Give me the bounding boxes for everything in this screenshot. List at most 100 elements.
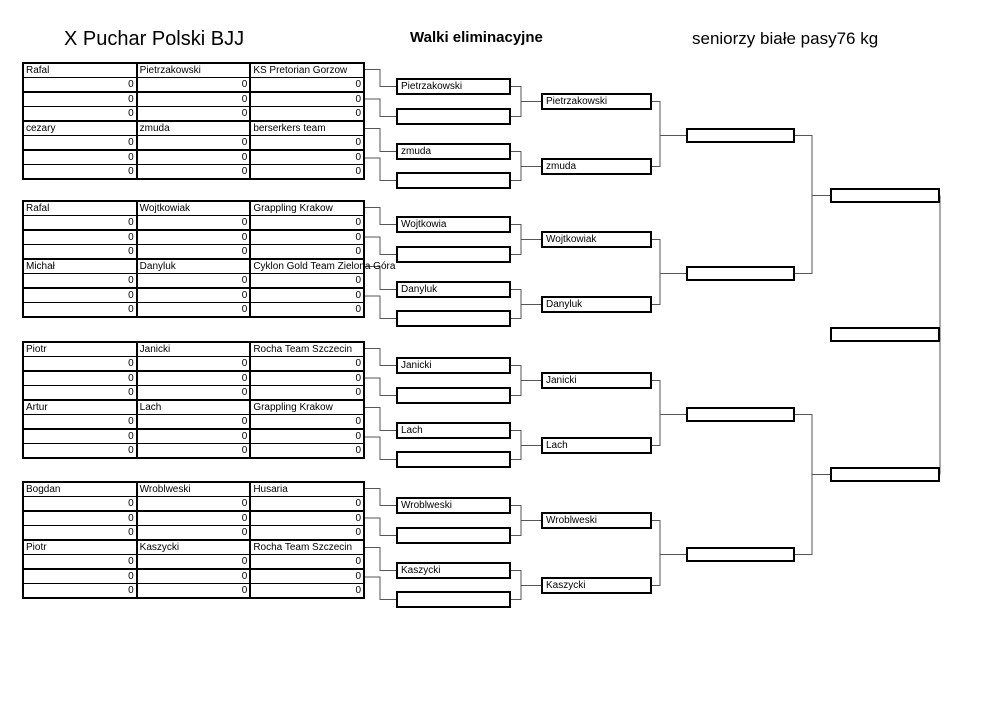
connector-line <box>365 207 396 225</box>
bracket-group-3: Piotr Janicki Rocha Team Szczecin 0 0 0 … <box>0 341 992 481</box>
cell-last-name: Wojtkowiak <box>135 200 252 216</box>
cell-score: 0 <box>22 525 138 541</box>
round1-slot <box>396 310 511 327</box>
table-row: Michał Danyluk Cyklon Gold Team Zielona … <box>22 258 395 274</box>
cell-score: 0 <box>249 302 365 318</box>
round1-slot: Wojtkowia <box>396 216 511 233</box>
round2-slot: Kaszycki <box>541 577 652 594</box>
table-row: 0 0 0 <box>22 554 365 570</box>
table-row: 0 0 0 <box>22 370 365 386</box>
slot-label <box>832 190 938 191</box>
slot-label: Janicki <box>546 375 577 386</box>
connector-line <box>365 377 396 396</box>
connector-line <box>365 69 396 87</box>
stage-title: Walki eliminacyjne <box>410 29 543 46</box>
cell-score: 0 <box>249 510 365 526</box>
cell-first-name: Rafal <box>22 62 138 78</box>
slot-label: Kaszycki <box>401 565 441 576</box>
table-row: 0 0 0 <box>22 229 365 245</box>
connector-line <box>365 348 396 366</box>
table-row: 0 0 0 <box>22 215 365 231</box>
slot-label <box>398 389 509 390</box>
connector-line <box>365 488 396 506</box>
connector-line <box>511 430 522 460</box>
connector-line <box>652 101 661 167</box>
cell-score: 0 <box>22 91 138 107</box>
cell-score: 0 <box>249 554 365 570</box>
slot-label <box>398 248 509 249</box>
semifinal-slot-bottom <box>830 467 940 482</box>
round1-slot: Wroblweski <box>396 497 511 514</box>
cell-first-name: Piotr <box>22 341 138 357</box>
cell-score: 0 <box>135 443 252 459</box>
semifinal-slot-top <box>830 188 940 203</box>
round1-slot: Danyluk <box>396 281 511 298</box>
round2-slot: Wojtkowiak <box>541 231 652 248</box>
round1-slot <box>396 246 511 263</box>
connector-line <box>511 151 522 181</box>
cell-score: 0 <box>22 414 138 430</box>
cell-score: 0 <box>249 135 365 151</box>
slot-label: Danyluk <box>401 284 438 295</box>
cell-score: 0 <box>249 77 365 93</box>
round2-slot: Danyluk <box>541 296 652 313</box>
cell-score: 0 <box>22 496 138 512</box>
cell-score: 0 <box>135 525 252 541</box>
cell-score: 0 <box>249 414 365 430</box>
cell-team: Cyklon Gold Team Zielona Góra <box>249 258 395 274</box>
cell-score: 0 <box>22 443 138 459</box>
team-name: Rocha Team Szczecin <box>253 344 353 355</box>
cell-score: 0 <box>135 91 252 107</box>
connector-line <box>511 570 522 600</box>
slot-label: Pietrzakowski <box>401 81 463 92</box>
cell-team: berserkers team <box>249 120 365 136</box>
cell-score: 0 <box>135 568 252 584</box>
cell-score: 0 <box>22 554 138 570</box>
cell-score: 0 <box>22 149 138 165</box>
final-slot <box>830 327 940 342</box>
cell-first-name: cezary <box>22 120 138 136</box>
cell-score: 0 <box>249 164 365 180</box>
cell-score: 0 <box>135 77 252 93</box>
table-row: 0 0 0 <box>22 164 365 180</box>
cell-score: 0 <box>22 568 138 584</box>
cell-score: 0 <box>249 244 365 260</box>
slot-label: Janicki <box>401 360 432 371</box>
slot-label <box>688 409 793 410</box>
round1-slot <box>396 527 511 544</box>
connector-line <box>365 295 396 319</box>
cell-score: 0 <box>249 428 365 444</box>
slot-label: Kaszycki <box>546 580 586 591</box>
team-name: Grappling Krakow <box>253 402 333 413</box>
round1-slot <box>396 591 511 608</box>
cell-last-name: Pietrzakowski <box>135 62 252 78</box>
cell-last-name: Kaszycki <box>135 539 252 555</box>
cell-first-name: Piotr <box>22 539 138 555</box>
cell-last-name: Janicki <box>135 341 252 357</box>
slot-label <box>688 268 793 269</box>
cell-score: 0 <box>249 370 365 386</box>
cell-score: 0 <box>135 229 252 245</box>
cell-score: 0 <box>135 302 252 318</box>
cell-score: 0 <box>22 385 138 401</box>
table-row: 0 0 0 <box>22 525 365 541</box>
slot-label: Wroblweski <box>546 515 597 526</box>
team-name: Grappling Krakow <box>253 203 333 214</box>
cell-score: 0 <box>249 568 365 584</box>
slot-label <box>398 453 509 454</box>
team-name: KS Pretorian Gorzow <box>253 65 348 76</box>
cell-score: 0 <box>135 496 252 512</box>
round2-slot: zmuda <box>541 158 652 175</box>
slot-label <box>398 174 509 175</box>
connector-line <box>652 520 661 586</box>
cell-score: 0 <box>22 135 138 151</box>
table-row: 0 0 0 <box>22 244 365 260</box>
connector-line <box>365 236 396 255</box>
cell-score: 0 <box>135 385 252 401</box>
cell-score: 0 <box>22 510 138 526</box>
slot-label: Wojtkowia <box>401 219 447 230</box>
cell-score: 0 <box>249 273 365 289</box>
cell-last-name: Danyluk <box>135 258 252 274</box>
slot-label <box>398 110 509 111</box>
cell-score: 0 <box>22 428 138 444</box>
